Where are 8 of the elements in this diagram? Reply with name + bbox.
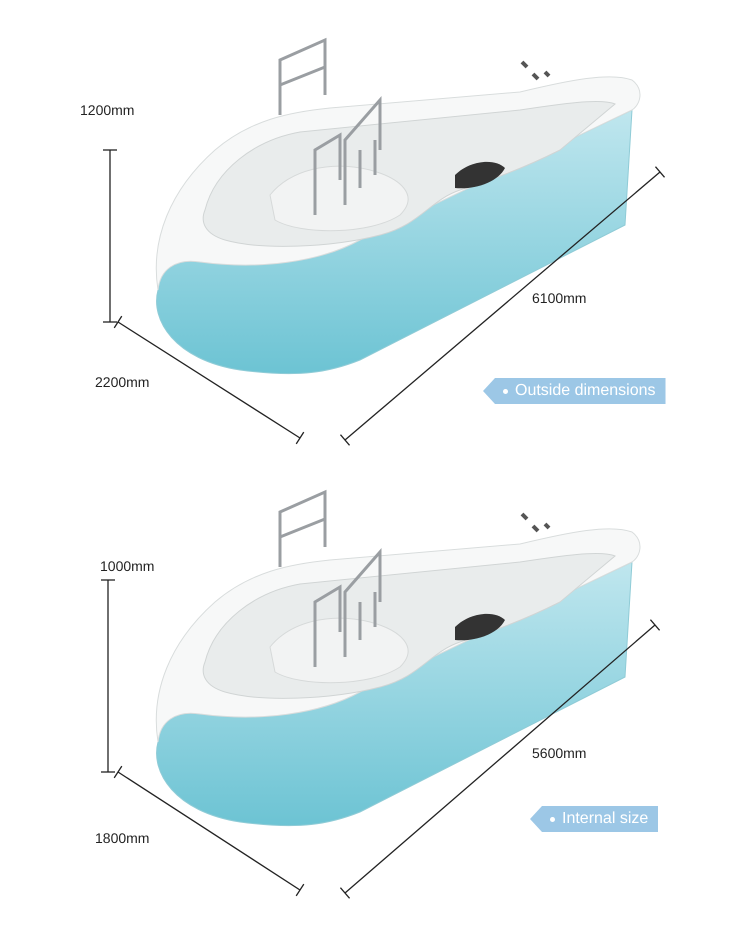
dimension-label: 6100mm [532,290,586,306]
dimension-label: 1000mm [100,558,154,574]
section-tag: Outside dimensions [483,378,666,404]
dimension-label: 1200mm [80,102,134,118]
dimension-label: 1800mm [95,830,150,846]
section-tag: Internal size [530,806,658,832]
dimension-label: 2200mm [95,374,150,390]
dimension-label: 5600mm [532,745,586,761]
